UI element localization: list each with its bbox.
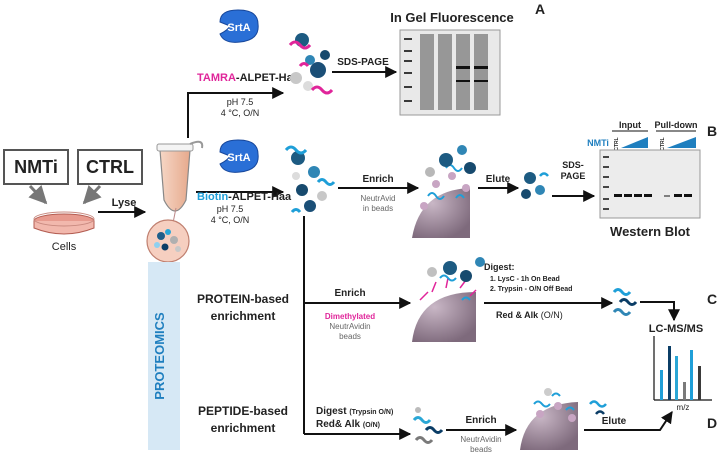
redalk-label-d: Red& Alk (O/N) [316,419,380,430]
tamra-text: TAMRA [197,72,236,84]
beads-label-d2: beads [470,445,492,454]
to-lcms-arrow [640,301,680,322]
digest-step1: 1. LysC - 1h On Bead [490,276,560,283]
sds-page-label: SDS-PAGE [337,57,389,68]
enrich-label-d: Enrich [465,415,496,426]
redalk-cond-d: (O/N) [363,422,380,429]
panel-b-label: B [707,123,717,139]
enrich-label-c: Enrich [334,288,365,299]
peptide-based-l2: enrichment [211,421,276,435]
srta-enzyme-icon-a [219,9,259,43]
biotin-probe-label: Biotin-ALPET-Haa [197,191,292,203]
ctrl-arrow [82,184,102,205]
biotin-labelled-proteins-icon [284,145,336,214]
biotin-text: Biotin [197,191,228,203]
branch-b-cond1: pH 7.5 [217,204,244,214]
digest-label-d: Digest (Trypsin O/N) [316,406,393,417]
elute-label-b: Elute [486,174,511,185]
beads-label-b1: NeutrAvid [361,194,396,203]
redalk-c: Red & Alk [496,310,539,320]
branch-c: Enrich Dimethylated NeutrAvidin beads Di… [325,257,717,412]
lysate-zoom-icon [146,219,190,263]
pulldown-label: Pull-down [655,120,698,130]
dimethylated-bead-c [412,257,485,342]
proteomics-label: PROTEOMICS [152,312,167,400]
redalk-label-c: Red & Alk (O/N) [496,310,563,320]
srta-label-b: SrtA [227,152,250,164]
beads-label-d1: NeutrAvidin [460,435,501,444]
neutravidin-bead-d [520,388,578,450]
sds-label-b1: SDS- [562,160,584,170]
input-label: Input [619,120,641,130]
tamra-rest-text: -ALPET-Haa [236,72,300,84]
protein-based-l2: enrichment [211,309,276,323]
proteomics-banner [148,262,180,450]
ctrl-box [77,149,143,185]
ctrl-lane-label-1: CTRL [614,137,620,150]
digest-d: Digest [316,406,347,417]
elute-label-d: Elute [602,416,627,427]
lysate-tube-icon [146,140,204,263]
peptides-icon-c [612,288,638,316]
eluted-proteins-icon [521,172,549,199]
peptide-based-l1: PEPTIDE-based [198,404,288,418]
fluorescence-gel-image [399,29,501,116]
peptides-icon-d [412,407,444,444]
panel-c-label: C [707,291,717,307]
srta-enzyme-icon-b [219,139,259,173]
digest-label-c: Digest: [484,262,515,272]
tamra-probe-label: TAMRA-ALPET-Haa [197,72,300,84]
nmti-gradient-label: NMTi [587,138,609,148]
lyse-label: Lyse [112,197,137,209]
tamra-labelled-proteins-icon [288,33,334,95]
proteomics-section: PROTEOMICS PROTEIN-based enrichment PEPT… [148,262,289,450]
redalk-d: Red& Alk [316,419,361,430]
digest-cond-d: (Trypsin O/N) [349,409,393,416]
branch-a-cond1: pH 7.5 [227,97,254,107]
beads-label-c2: beads [339,332,361,341]
beads-label-b2: in beads [363,204,393,213]
enrich-label-b: Enrich [362,174,393,185]
branch-b-cond2: 4 °C, O/N [211,215,250,225]
nmti-gradient-input [621,137,648,148]
petri-dish-icon [33,211,95,235]
peptides-icon-d2 [589,400,607,415]
in-gel-title: In Gel Fluorescence [390,10,514,25]
nmti-box [3,149,69,185]
mz-label: m/z [677,403,690,412]
ms-spectrum-icon [653,336,712,401]
lcms-label: LC-MS/MS [649,323,703,335]
western-blot-title: Western Blot [610,224,691,239]
protein-based-l1: PROTEIN-based [197,292,289,306]
branch-d: Digest (Trypsin O/N) Red& Alk (O/N) Enri… [316,388,717,454]
beads-label-c1: NeutrAvidin [329,322,370,331]
dimethylated-label: Dimethylated [325,312,375,321]
nmti-arrow [28,184,48,205]
panel-d-label: D [707,415,717,431]
redalk-cond-c: (O/N) [541,310,563,320]
nmti-label: NMTi [14,157,58,177]
branch-b: SrtA Biotin-ALPET-Haa pH 7.5 4 °C, O/N E… [197,120,717,239]
biotin-rest-text: -ALPET-Haa [228,191,292,203]
srta-label-a: SrtA [227,22,250,34]
ctrl-label: CTRL [86,157,134,177]
cells-label: Cells [52,241,77,253]
western-blot-image [599,149,701,219]
branch-a-cond2: 4 °C, O/N [221,108,260,118]
elute-arrow-d [584,411,673,431]
nmti-gradient-pulldown [667,137,696,148]
sds-label-b2: PAGE [561,171,586,181]
branch-a: SrtA TAMRA-ALPET-Haa pH 7.5 4 °C, O/N SD… [197,1,545,118]
digest-step2: 2. Trypsin - O/N Off Bead [490,286,572,293]
neutravidin-bead-b [412,145,476,238]
ctrl-lane-label-2: CTRL [660,137,666,150]
start-section: NMTi CTRL Cells Lyse [3,149,147,253]
panel-a-label: A [535,1,545,17]
